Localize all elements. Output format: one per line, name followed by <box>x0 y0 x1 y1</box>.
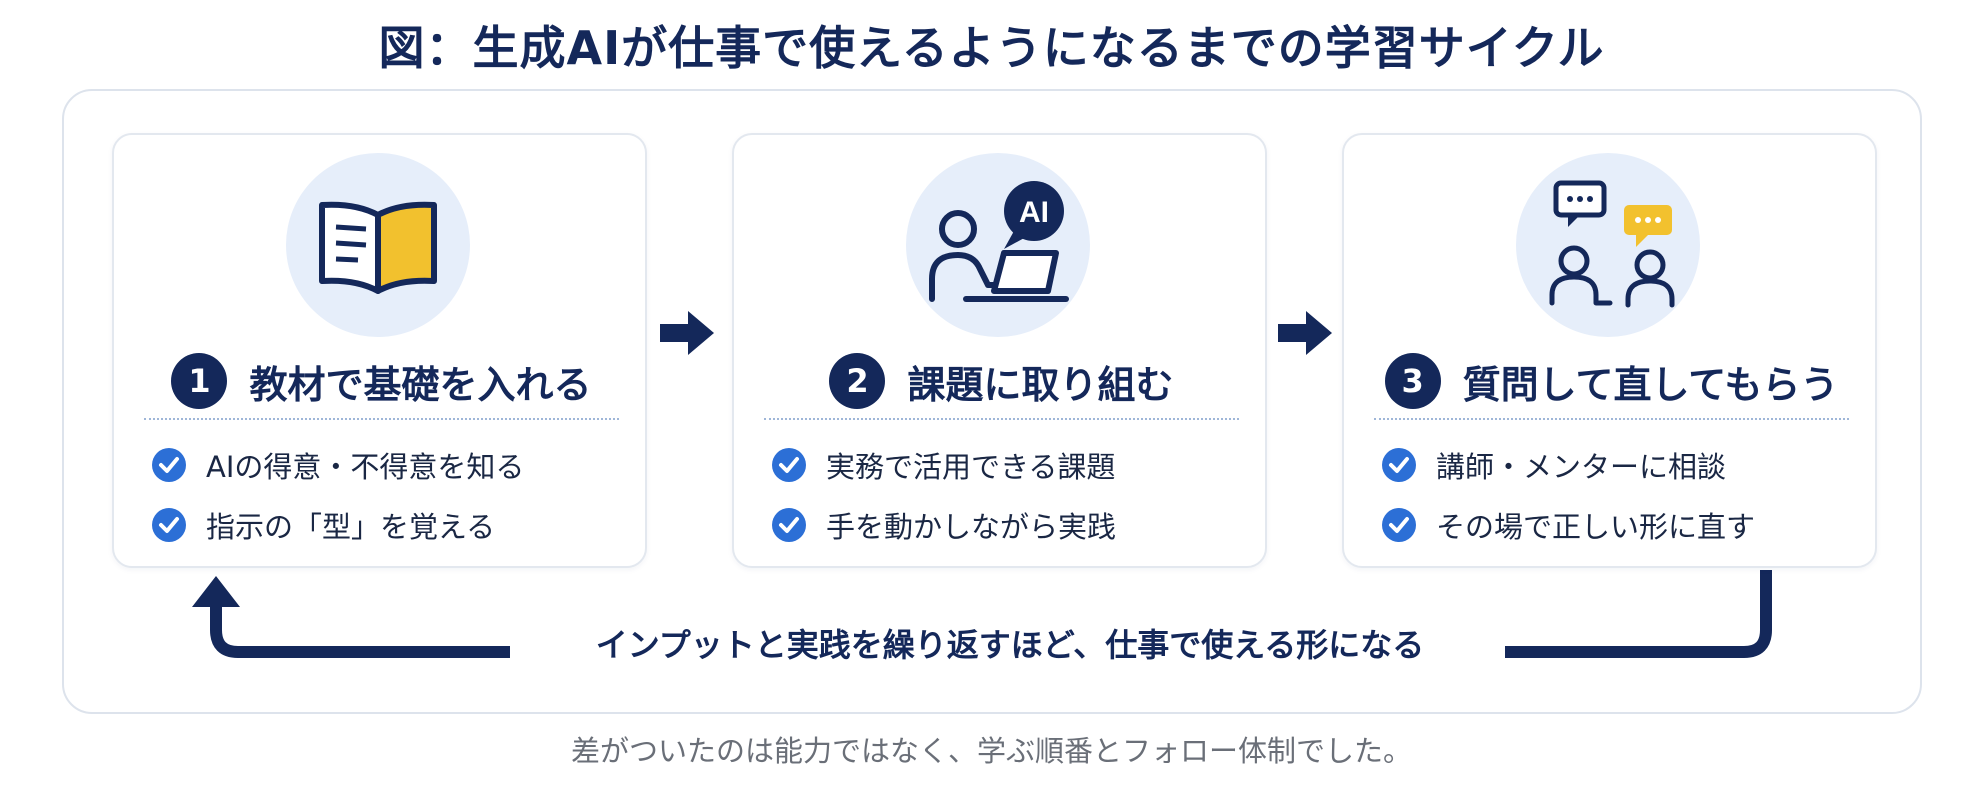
step-1-heading: 1 教材で基礎を入れる <box>114 353 649 409</box>
list-item: 実務で活用できる課題 <box>772 435 1252 495</box>
step-1-number: 1 <box>171 353 228 409</box>
caption: 差がついたのは能力ではなく、学ぶ順番とフォロー体制でした。 <box>570 734 1412 768</box>
step-3-number: 3 <box>1384 353 1441 409</box>
step-2-title: 課題に取り組む <box>907 362 1174 407</box>
step-3-icon-circle <box>1516 153 1700 337</box>
step-3-divider <box>1374 418 1849 420</box>
list-item-text: 実務で活用できる課題 <box>826 450 1116 484</box>
list-item-text: 講師・メンターに相談 <box>1436 450 1727 484</box>
list-item-text: 手を動かしながら実践 <box>826 510 1117 544</box>
list-item: 手を動かしながら実践 <box>772 495 1252 555</box>
step-2-divider <box>764 418 1239 420</box>
open-book-icon <box>319 201 437 294</box>
check-icon <box>772 508 806 542</box>
person-laptop-ai-icon: AI <box>929 181 1069 302</box>
step-2-icon-circle: AI <box>906 153 1090 337</box>
step-2-heading: 2 課題に取り組む <box>734 353 1269 409</box>
check-icon <box>152 508 186 542</box>
list-item: 指示の「型」を覚える <box>152 495 632 555</box>
check-icon <box>1382 448 1416 482</box>
list-item: その場で正しい形に直す <box>1382 495 1862 555</box>
step-1-title: 教材で基礎を入れる <box>249 362 592 407</box>
step-2-number: 2 <box>829 353 886 409</box>
step-3-heading: 3 質問して直してもらう <box>1344 353 1879 409</box>
check-icon <box>1382 508 1416 542</box>
step-card-1: 1 教材で基礎を入れる AIの得意・不得意を知る 指示の「型」を覚える <box>112 133 647 568</box>
list-item-text: その場で正しい形に直す <box>1436 510 1756 544</box>
loop-message: インプットと実践を繰り返すほど、仕事で使える形になる <box>595 626 1425 664</box>
check-icon <box>152 448 186 482</box>
right-arrow-icon <box>660 311 714 355</box>
step-1-divider <box>144 418 619 420</box>
page-title: 図：生成AIが仕事で使えるようになるまでの学習サイクル <box>378 21 1605 75</box>
step-card-3: 3 質問して直してもらう 講師・メンターに相談 その場で正しい形に直す <box>1342 133 1877 568</box>
check-icon <box>772 448 806 482</box>
step-1-icon-circle <box>286 153 470 337</box>
step-card-2: AI 2 課題に取り組む 実務で活用できる課題 手を動かしながら実践 <box>732 133 1267 568</box>
list-item: 講師・メンターに相談 <box>1382 435 1862 495</box>
step-3-title: 質問して直してもらう <box>1462 362 1839 407</box>
list-item: AIの得意・不得意を知る <box>152 435 632 495</box>
two-people-chat-icon <box>1549 180 1675 308</box>
list-item-text: 指示の「型」を覚える <box>206 510 496 544</box>
list-item-text: AIの得意・不得意を知る <box>206 450 525 484</box>
right-arrow-icon <box>1278 311 1332 355</box>
svg-text:AI: AI <box>1019 196 1049 229</box>
